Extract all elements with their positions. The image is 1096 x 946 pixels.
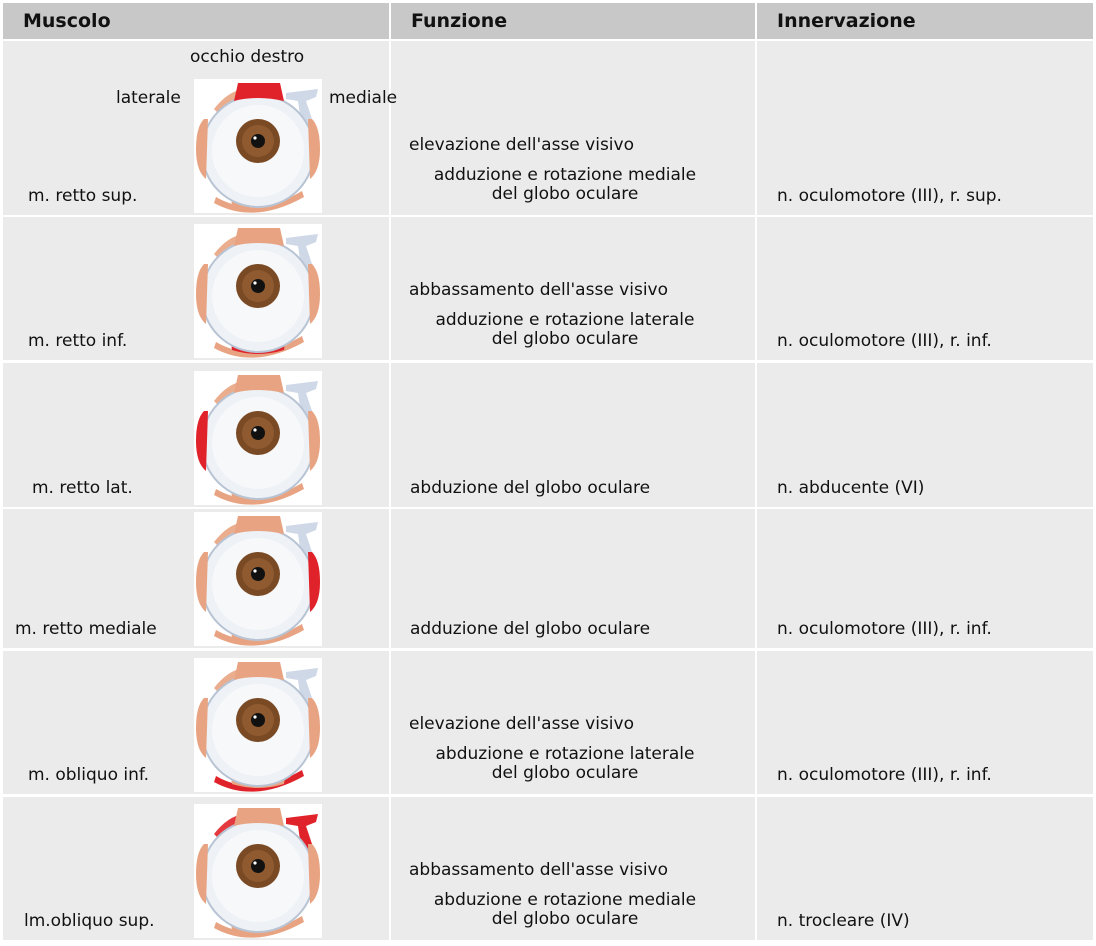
eye-diagram bbox=[194, 512, 322, 646]
muscle-name: m. retto mediale bbox=[15, 619, 157, 639]
eye-diagram bbox=[194, 658, 322, 792]
muscle-name: m. obliquo inf. bbox=[28, 765, 150, 785]
function-cell bbox=[391, 651, 755, 794]
header-function: Funzione bbox=[391, 3, 755, 39]
innervation: n. oculomotore (III), r. inf. bbox=[777, 331, 992, 351]
function-cell bbox=[391, 509, 755, 648]
function-primary: elevazione dell'asse visivo bbox=[409, 135, 634, 155]
function-cell bbox=[391, 363, 755, 507]
muscle-name: lm.obliquo sup. bbox=[24, 911, 155, 931]
innervation: n. oculomotore (III), r. inf. bbox=[777, 619, 992, 639]
function-primary: abbassamento dell'asse visivo bbox=[409, 860, 669, 880]
innervation: n. trocleare (IV) bbox=[777, 911, 910, 931]
medial-label: mediale bbox=[329, 88, 398, 108]
header-muscle: Muscolo bbox=[3, 3, 389, 39]
innervation: n. oculomotore (III), r. inf. bbox=[777, 765, 992, 785]
innervation-cell bbox=[757, 509, 1093, 648]
innervation: n. abducente (VI) bbox=[777, 478, 925, 498]
eye-diagram bbox=[194, 79, 322, 213]
innervation-cell bbox=[757, 363, 1093, 507]
lateral-label: laterale bbox=[116, 88, 181, 108]
function-cell bbox=[391, 41, 755, 215]
function-primary: abduzione del globo oculare bbox=[410, 478, 651, 498]
innervation-cell bbox=[757, 651, 1093, 794]
function-primary: adduzione del globo oculare bbox=[410, 619, 651, 639]
eye-diagram bbox=[194, 371, 322, 505]
muscle-name: m. retto sup. bbox=[28, 186, 138, 206]
muscle-name: m. retto inf. bbox=[28, 331, 128, 351]
function-cell bbox=[391, 797, 755, 940]
function-primary: abbassamento dell'asse visivo bbox=[409, 280, 669, 300]
muscle-name: m. retto lat. bbox=[32, 478, 133, 498]
function-cell bbox=[391, 217, 755, 360]
innervation: n. oculomotore (III), r. sup. bbox=[777, 186, 1002, 206]
eye-label: occhio destro bbox=[190, 47, 305, 67]
eye-diagram bbox=[194, 804, 322, 938]
header-innervation: Innervazione bbox=[757, 3, 1093, 39]
eye-diagram bbox=[194, 224, 322, 358]
function-primary: elevazione dell'asse visivo bbox=[409, 714, 634, 734]
innervation-cell bbox=[757, 217, 1093, 360]
innervation-cell bbox=[757, 41, 1093, 215]
innervation-cell bbox=[757, 797, 1093, 940]
